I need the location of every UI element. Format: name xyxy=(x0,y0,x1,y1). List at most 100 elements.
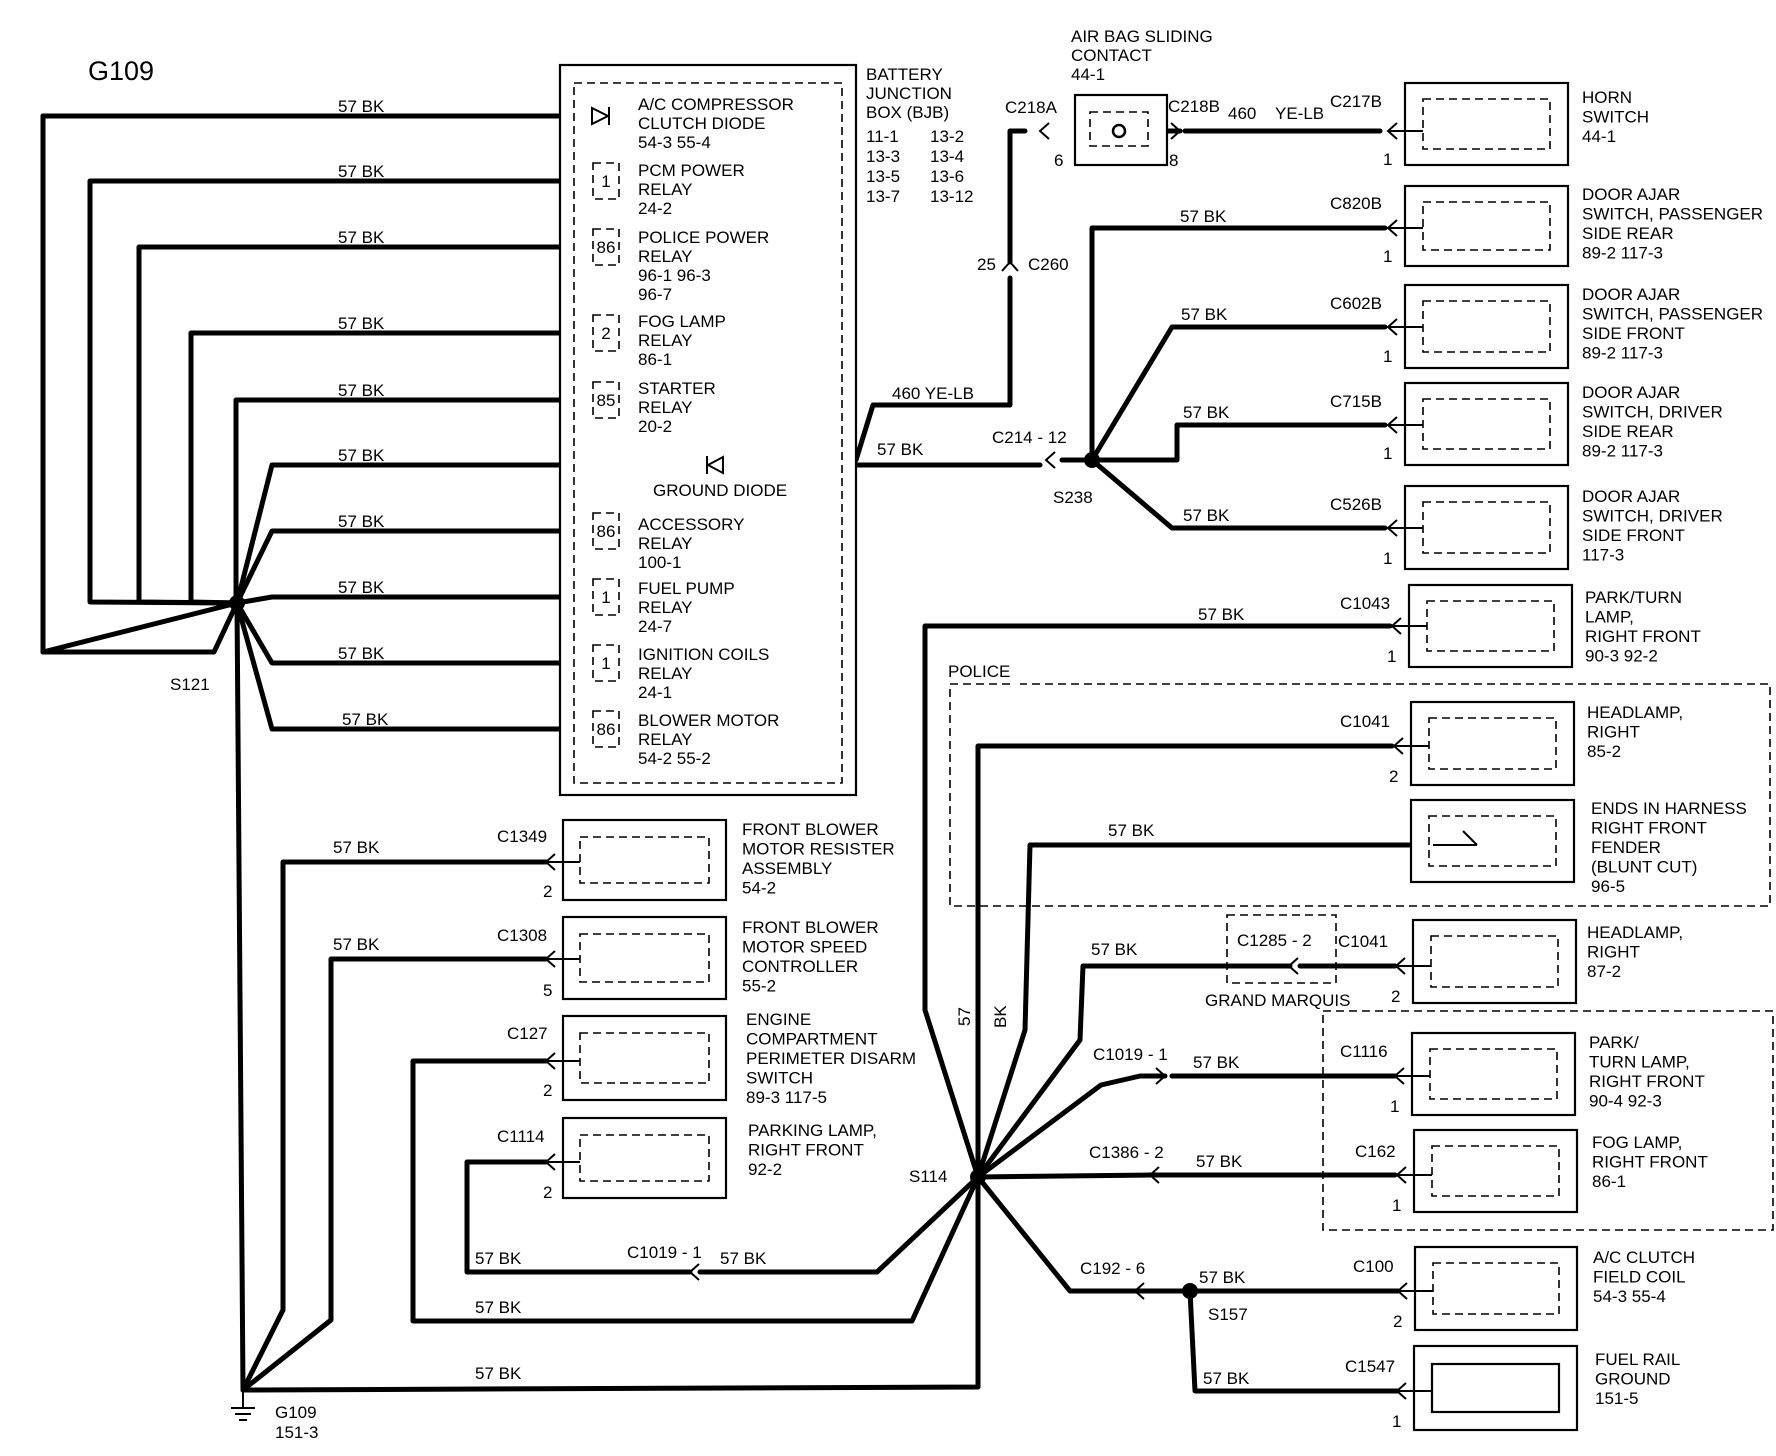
bjb-item-line: 20-2 xyxy=(638,417,672,436)
bjb-wire-label: 57 BK xyxy=(338,97,385,116)
relay-pin: 1 xyxy=(601,588,610,607)
wire-s238-4 xyxy=(1089,457,1388,531)
wire-s114-fender xyxy=(975,842,1416,1180)
component-name-line: RIGHT FRONT xyxy=(1589,1072,1705,1091)
component-name-line: 44-1 xyxy=(1582,127,1616,146)
wire-label: 57 BK xyxy=(720,1249,767,1268)
wire-s114-headlamp85 xyxy=(975,743,1395,1180)
wire-label: 57 BK xyxy=(333,838,380,857)
wire-s121-ground xyxy=(234,600,246,1393)
bjb-item-line: RELAY xyxy=(638,180,693,199)
component-name-line: FENDER xyxy=(1591,838,1661,857)
component-box xyxy=(1403,283,1570,370)
connector-pin: 1 xyxy=(1392,1412,1401,1431)
wire-s121-8 xyxy=(234,600,581,666)
connector-label: C1043 xyxy=(1340,594,1390,613)
component-box xyxy=(1407,583,1574,669)
c1019-left-label: C1019 - 1 xyxy=(627,1243,702,1262)
connector-pin: 2 xyxy=(1391,987,1400,1006)
component-inner xyxy=(1422,98,1551,150)
bjb-ref: 13-7 xyxy=(866,187,900,206)
c260-label: C260 xyxy=(1028,255,1069,274)
component-name-line: PERIMETER DISARM xyxy=(746,1049,916,1068)
connector-pin: 1 xyxy=(1390,1097,1399,1116)
wire-label: 57 BK xyxy=(1203,1369,1250,1388)
bjb-ref: 13-6 xyxy=(930,167,964,186)
police-dashed xyxy=(949,683,1771,907)
wire-label: 57 BK xyxy=(333,935,380,954)
wire-c127-s114 xyxy=(410,1058,981,1324)
s121-label: S121 xyxy=(170,675,210,694)
connector-pin: 2 xyxy=(1389,767,1398,786)
bjb-item-line: IGNITION COILS xyxy=(638,645,769,664)
connector-label: C715B xyxy=(1330,392,1382,411)
relay-pin: 85 xyxy=(597,391,616,410)
wire-s121-2 xyxy=(136,244,581,606)
c218a-arrow xyxy=(1038,122,1050,140)
component-name-line: 54-2 xyxy=(742,879,776,898)
bjb-item-line: 100-1 xyxy=(638,553,681,572)
bjb-ref: 13-2 xyxy=(930,127,964,146)
airbag-label-line: CONTACT xyxy=(1071,46,1152,65)
bjb-wire-label: 57 BK xyxy=(338,381,385,400)
bjb-name-line: JUNCTION xyxy=(866,84,952,103)
wire-s114-fog xyxy=(975,1172,1398,1180)
connector-label: C526B xyxy=(1330,495,1382,514)
component-box xyxy=(561,915,728,1001)
bjb-wire-label: 57 BK xyxy=(338,512,385,531)
s157-label: S157 xyxy=(1208,1305,1248,1324)
bjb-wire-label: 57 BK xyxy=(338,578,385,597)
wire-460-b xyxy=(1007,128,1028,265)
diode-icon xyxy=(591,106,611,126)
c1019-arrow xyxy=(1155,1067,1167,1085)
wire-ground-c1349 xyxy=(240,859,549,1393)
wire-s238-3 xyxy=(1089,422,1388,463)
wire-s121-6 xyxy=(234,528,581,606)
relay-pin-box xyxy=(592,710,620,748)
component-box xyxy=(1412,1128,1579,1214)
bjb-item-line: A/C COMPRESSOR xyxy=(638,95,794,114)
connector-label: C162 xyxy=(1355,1142,1396,1161)
component-name-line: ENDS IN HARNESS xyxy=(1591,799,1747,818)
c1019l-arrow xyxy=(688,1263,700,1281)
component-name-line: SIDE FRONT xyxy=(1582,324,1685,343)
c218a-pin: 6 xyxy=(1054,151,1063,170)
bjb-ref: 13-3 xyxy=(866,147,900,166)
c260-connector-arrow xyxy=(1001,260,1019,272)
connector-label: C1114 xyxy=(497,1127,545,1146)
wire-label: 57 BK xyxy=(1196,1152,1243,1171)
connector-label: C1116 xyxy=(1340,1042,1388,1061)
component-name-line: PARK/ xyxy=(1589,1033,1639,1052)
c1386-arrow xyxy=(1148,1166,1160,1184)
component-name-line: SIDE FRONT xyxy=(1582,526,1685,545)
wire-s114-c192 xyxy=(975,1174,1143,1294)
ground-ref: 151-3 xyxy=(275,1423,318,1442)
component-box xyxy=(1403,484,1570,571)
shapes xyxy=(229,63,1774,1432)
component-box xyxy=(1410,1031,1577,1117)
grand-marquis-dashed xyxy=(1226,914,1337,984)
connector-pin: 1 xyxy=(1383,549,1392,568)
s114-label: S114 xyxy=(909,1167,947,1186)
c1285-label: C1285 - 2 xyxy=(1237,931,1312,950)
relay-pin-box xyxy=(592,512,620,550)
s114-dot xyxy=(970,1169,986,1185)
bjb-item-line: 24-2 xyxy=(638,199,672,218)
ground-diode-icon xyxy=(705,455,724,475)
component-name-line: RIGHT FRONT xyxy=(1585,627,1701,646)
component-name-line: 87-2 xyxy=(1587,962,1621,981)
component-name-line: SWITCH xyxy=(746,1069,813,1088)
component-name-line: HEADLAMP, xyxy=(1587,923,1683,942)
bjb-item-line: RELAY xyxy=(638,534,693,553)
component-name-line: RIGHT xyxy=(1587,943,1640,962)
wire-s157-fuelrail xyxy=(1187,1288,1400,1394)
component-inner xyxy=(579,1134,710,1182)
bjb-name-line: BOX (BJB) xyxy=(866,103,949,122)
connector-pin: 2 xyxy=(543,1183,552,1202)
wire-label: 57 BK xyxy=(475,1298,522,1317)
bjb-item-line: POLICE POWER xyxy=(638,228,769,247)
relay-pin: 1 xyxy=(601,172,610,191)
component-name-line: SWITCH, PASSENGER xyxy=(1582,305,1763,324)
airbag-contact-icon xyxy=(1111,123,1127,139)
